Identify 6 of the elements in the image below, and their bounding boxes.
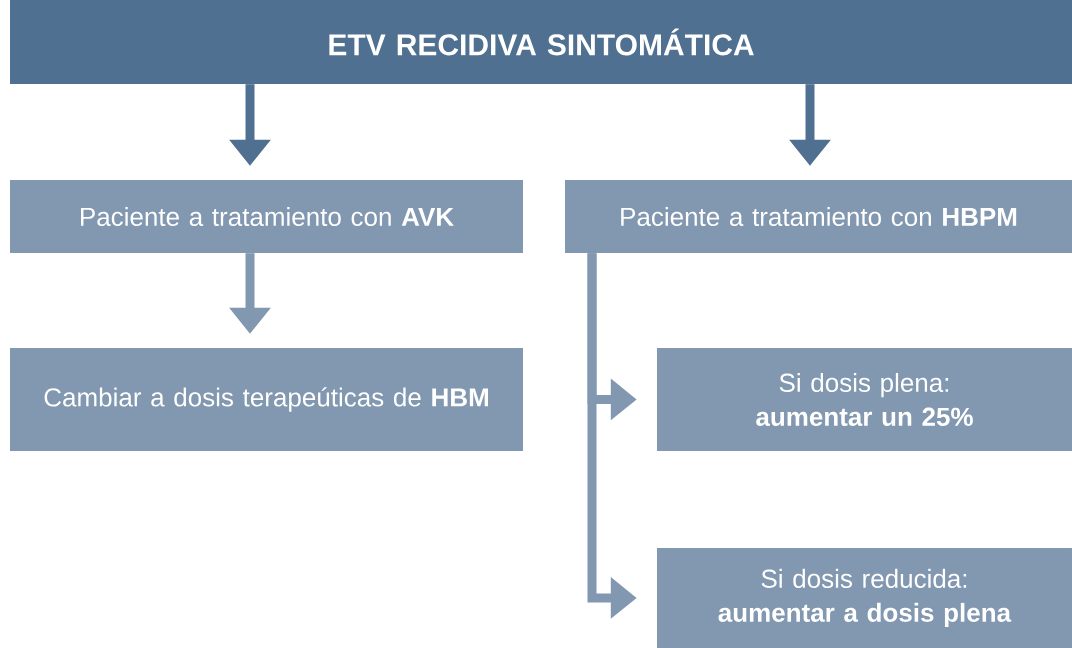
process-box: Si dosis reducida: aumentar a dosis plena bbox=[657, 548, 1072, 648]
title-band: ETV RECIDIVA SINTOMÁTICA bbox=[10, 0, 1072, 84]
process-box: Paciente a tratamiento con HBPM bbox=[565, 180, 1072, 253]
process-box: Cambiar a dosis terapeúticas de HBM bbox=[10, 348, 523, 451]
process-box: Paciente a tratamiento con AVK bbox=[10, 180, 523, 253]
process-box: Si dosis plena: aumentar un 25% bbox=[657, 348, 1072, 451]
